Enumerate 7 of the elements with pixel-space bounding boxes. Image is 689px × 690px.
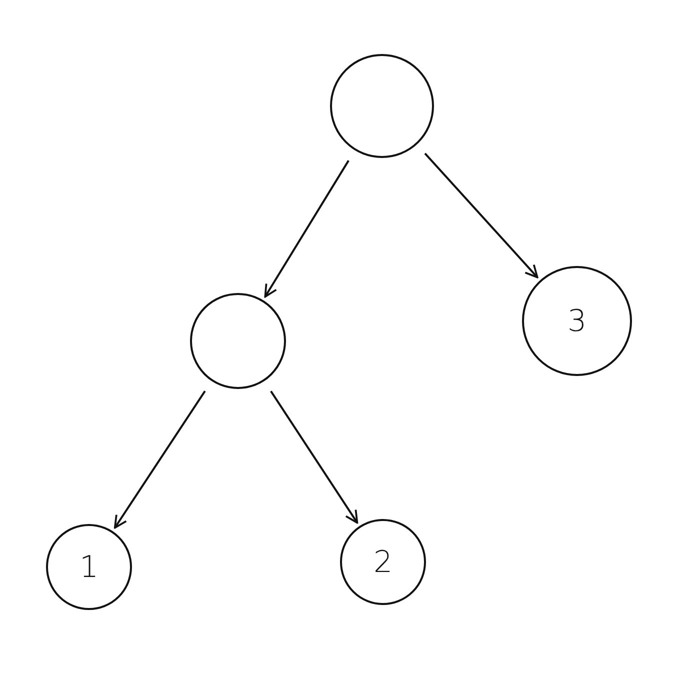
node-number: 3 <box>567 304 587 338</box>
node-number: 1 <box>79 550 99 584</box>
arrow <box>270 390 358 524</box>
arrow <box>114 390 206 529</box>
node-number: 2 <box>373 544 393 580</box>
arrow <box>264 160 350 298</box>
arrow <box>424 152 538 278</box>
